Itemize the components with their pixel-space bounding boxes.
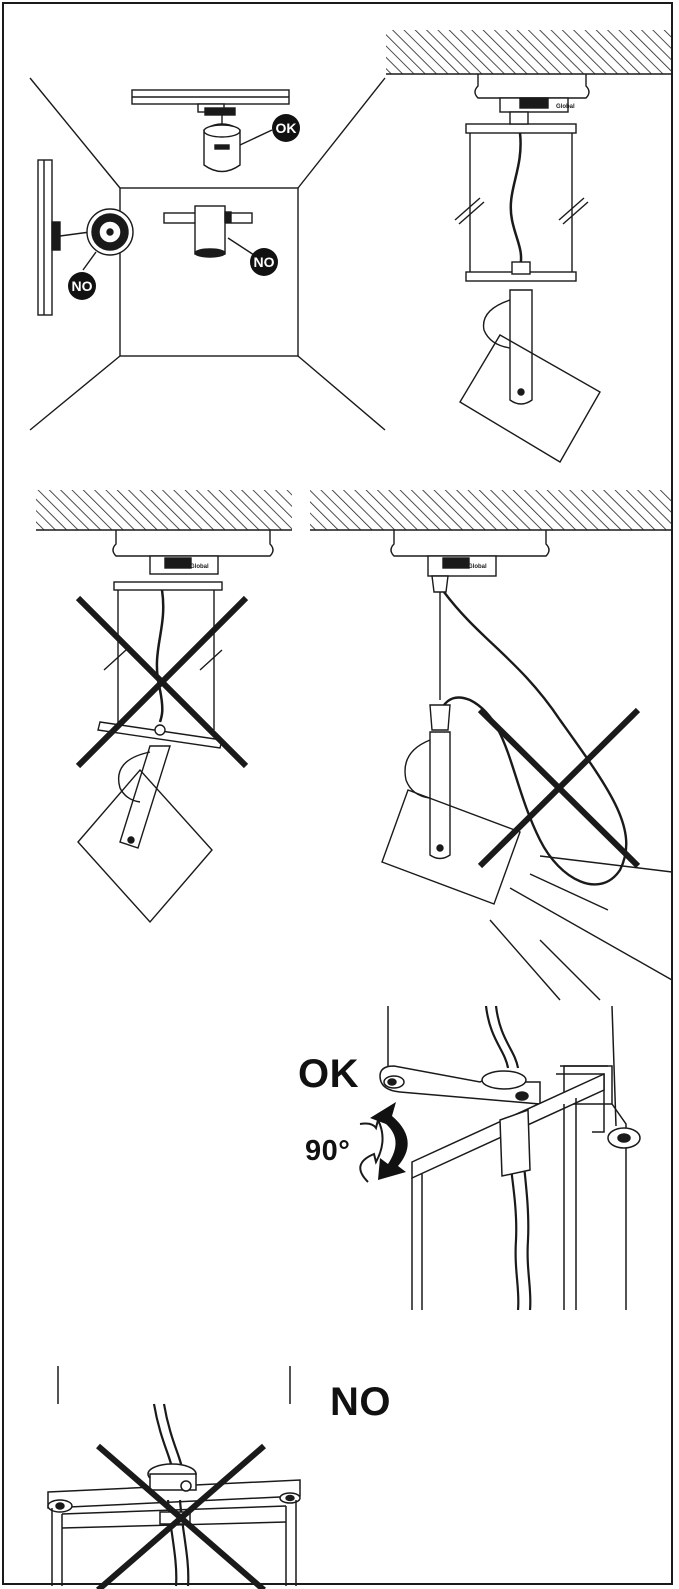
- correct-suspension-panel: Global: [386, 30, 672, 463]
- cross-out-mark: [75, 595, 249, 769]
- svg-text:Global: Global: [468, 564, 487, 570]
- no-badge-recessed: NO: [250, 248, 278, 276]
- cross-out-mark: [96, 1443, 266, 1589]
- side-wall-spot: [37, 159, 134, 316]
- svg-text:Global: Global: [556, 104, 575, 110]
- rotation-angle-label: 90°: [305, 1135, 351, 1167]
- cross-out-mark: [477, 707, 641, 869]
- ceiling-hatch: [386, 30, 672, 74]
- wrong-orientation-panel: [47, 1366, 301, 1587]
- room-orientation-panel: [29, 77, 386, 431]
- svg-text:OK: OK: [276, 120, 297, 136]
- ok-badge: OK: [272, 114, 300, 142]
- wrong-frame-panel: Global: [36, 490, 292, 924]
- svg-text:NO: NO: [254, 254, 275, 270]
- rotation-detail-panel: [359, 1005, 641, 1311]
- ceiling-track-spot: [131, 89, 290, 173]
- svg-text:Global: Global: [190, 564, 209, 570]
- room-back-wall: [119, 187, 299, 357]
- back-wall-spot: [163, 205, 255, 258]
- no-badge-wall: NO: [68, 272, 96, 300]
- svg-text:NO: NO: [72, 278, 93, 294]
- no-label: NO: [330, 1380, 391, 1424]
- ok-label: OK: [298, 1052, 359, 1096]
- wrong-cable-panel: Global: [310, 490, 673, 1001]
- rotate-arrow-icon: [370, 1102, 408, 1180]
